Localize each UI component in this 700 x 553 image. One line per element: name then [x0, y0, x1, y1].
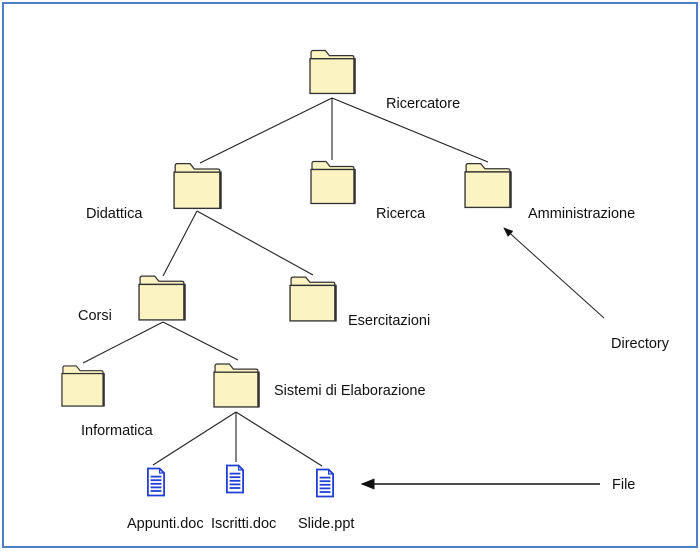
folder-icon [173, 162, 222, 210]
label-ricercatore: Ricercatore [386, 96, 460, 112]
folder-icon [138, 274, 186, 322]
edge-didattica-esercitazioni [196, 210, 314, 276]
folder-icon [310, 160, 356, 205]
caption-directory: Directory [611, 336, 670, 352]
edge-corsi-sistemi [162, 321, 239, 361]
document-icon [226, 464, 244, 494]
label-slide: Slide.ppt [298, 516, 354, 532]
label-sistemi: Sistemi di Elaborazione [274, 383, 426, 399]
edge-didattica-corsi [162, 210, 198, 277]
folder-icon [289, 275, 337, 323]
edge-ricercatore-amministrazione [331, 97, 489, 163]
edge-ricercatore-didattica [199, 97, 333, 164]
label-corsi: Corsi [78, 308, 112, 324]
tree-connectors [82, 97, 489, 467]
label-ricerca: Ricerca [376, 206, 426, 222]
edge-sistemi-appunti [152, 411, 237, 466]
edge-corsi-informatica [82, 321, 164, 364]
folder-icon [213, 362, 260, 409]
label-didattica: Didattica [86, 206, 143, 222]
label-esercitazioni: Esercitazioni [348, 313, 430, 329]
folder-icon [309, 49, 356, 95]
document-icon [147, 467, 165, 497]
label-amministrazione: Amministrazione [528, 206, 635, 222]
directory-pointer-arrow [503, 227, 605, 319]
document-icon [316, 468, 334, 498]
caption-file: File [612, 477, 635, 493]
label-informatica: Informatica [81, 423, 154, 439]
label-appunti: Appunti.doc [127, 516, 204, 532]
folder-icon [464, 162, 512, 209]
edge-sistemi-slide [235, 411, 323, 467]
label-iscritti: Iscritti.doc [211, 516, 276, 532]
folder-icon [61, 364, 105, 408]
